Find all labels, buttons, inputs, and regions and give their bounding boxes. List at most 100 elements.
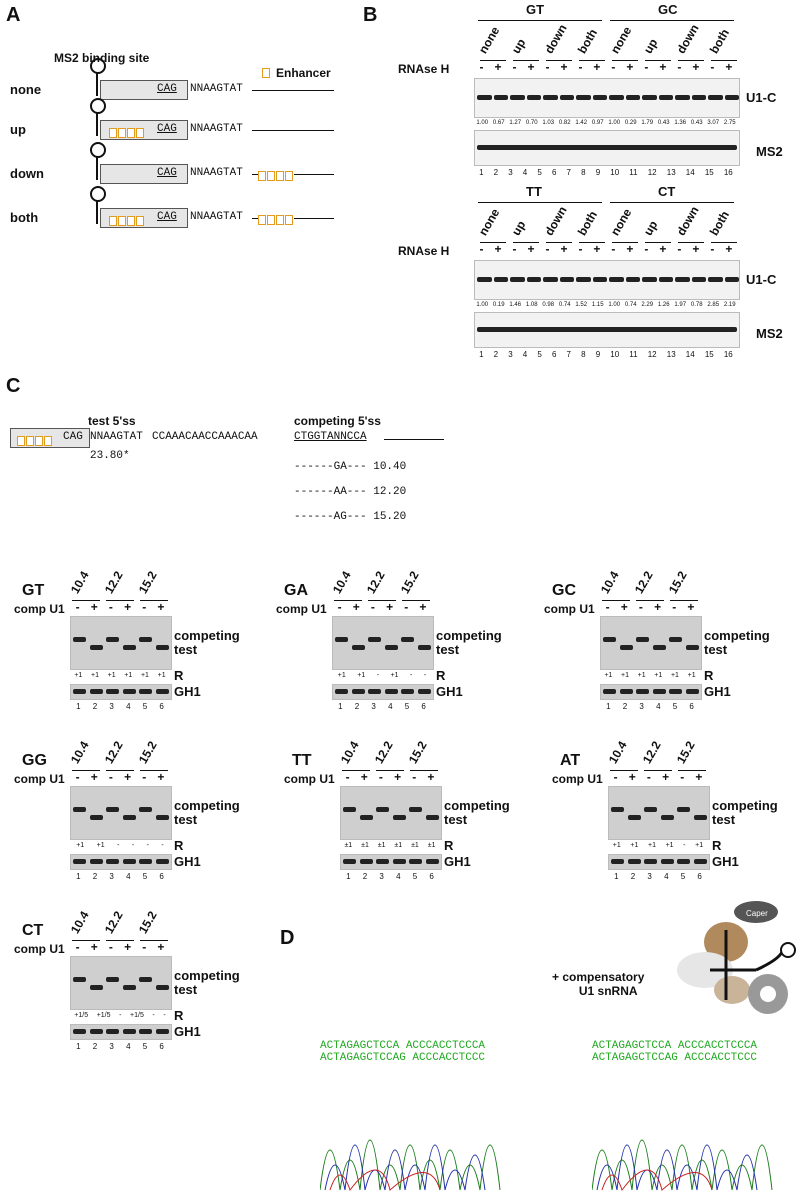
rnase-sign: -: [677, 242, 682, 256]
comp-u1-sign: +: [360, 770, 368, 784]
condition-label-none: none: [607, 24, 635, 56]
r-value: ±1: [427, 842, 436, 849]
r-value: ±1: [394, 842, 403, 849]
enhancer-icon: [262, 68, 270, 78]
enhancer-icon: [285, 171, 293, 181]
condition-bracket: [513, 60, 539, 61]
u1c-band: [609, 95, 624, 100]
lane-number: 13: [666, 350, 676, 359]
lane-number: 6: [429, 872, 434, 881]
lane-number: 3: [371, 702, 376, 711]
u1c-band: [592, 277, 607, 282]
condition-label-both: both: [574, 26, 600, 56]
condition-label-up: up: [508, 218, 529, 238]
gh1-band: [122, 859, 136, 864]
splice-site-seq: NNAAGTAT: [190, 211, 243, 223]
quant-value: 1.42: [575, 120, 588, 126]
comp-u1-signs: -+-+-+: [332, 600, 432, 614]
lane-number: 4: [522, 168, 528, 177]
score-label: 12.2: [363, 568, 388, 596]
quant-value: 1.03: [542, 120, 555, 126]
quant-value: 1.97: [674, 302, 687, 308]
ms2-hairpin-icon: [90, 98, 106, 114]
gh1-band: [660, 859, 674, 864]
splicing-gel: [70, 956, 172, 1010]
comp-u1-sign: +: [419, 600, 427, 614]
comp-u1-sign: -: [638, 600, 643, 614]
comp-u1-signs: -+-+-+: [608, 770, 708, 784]
lane-number: 3: [109, 872, 114, 881]
exon-box: CAG: [10, 428, 90, 448]
lane-number: 14: [685, 350, 695, 359]
panel-label-c: C: [6, 375, 21, 397]
rnase-sign: -: [578, 60, 583, 74]
gh1-gel: [70, 854, 172, 870]
test-label: test: [174, 812, 198, 827]
score-bracket: [72, 600, 100, 601]
gel-band: [376, 807, 390, 812]
gh1-band: [418, 689, 431, 694]
comp-u1-sign: +: [620, 600, 628, 614]
lane-number: 10: [610, 350, 620, 359]
r-value: -: [423, 672, 427, 679]
group-label-gc: GC: [658, 2, 678, 17]
ms2-hairpin-icon: [90, 142, 106, 158]
construct-label-up: up: [10, 122, 26, 137]
hairpin-stem: [96, 156, 98, 180]
u1c-band: [625, 277, 640, 282]
panel-label-d: D: [280, 927, 295, 949]
comp-u1-label: comp U1: [544, 602, 595, 616]
u1c-band: [625, 95, 640, 100]
enhancer-block-down: [258, 168, 294, 186]
lane-number: 3: [647, 872, 652, 881]
u1c-band: [493, 277, 508, 282]
quant-value: 1.52: [575, 302, 588, 308]
gel-band: [359, 815, 373, 820]
quant-value: 1.36: [674, 120, 687, 126]
test-label: test: [704, 642, 728, 657]
enhancer-icon: [258, 171, 266, 181]
score-label: 12.2: [639, 738, 664, 766]
gel-band: [384, 645, 398, 650]
r-value: -: [376, 672, 380, 679]
gh1-band: [359, 859, 373, 864]
r-value: +1: [620, 672, 629, 679]
rnase-signs: -+-+-+-+-+-+-+-+: [474, 60, 738, 74]
splice-site-seq: NNAAGTAT: [190, 83, 243, 95]
lane-number: 4: [388, 702, 393, 711]
condition-label-none: none: [607, 206, 635, 238]
quant-value: 0.19: [492, 302, 505, 308]
comp-u1-label: comp U1: [276, 602, 327, 616]
score-label: 15.2: [665, 568, 690, 596]
gh1-gel: [340, 854, 442, 870]
gel-band: [73, 637, 86, 642]
quant-value: 0.74: [558, 302, 571, 308]
condition-bracket: [612, 242, 638, 243]
r-value: +1/5: [74, 1012, 89, 1019]
enhancer-icon: [258, 215, 266, 225]
rnase-signs: -+-+-+-+-+-+-+-+: [474, 242, 738, 256]
lane-number: 6: [159, 702, 164, 711]
comp-u1-sign: -: [680, 770, 685, 784]
r-value: -: [152, 1012, 155, 1019]
gel-title-gt: GT: [22, 582, 45, 599]
gel-band: [106, 637, 120, 642]
lane-number: 3: [109, 1042, 114, 1051]
comp-u1-sign: +: [124, 600, 132, 614]
comp-u1-signs: -+-+-+: [70, 600, 170, 614]
competing-label: competing: [174, 798, 240, 813]
gel-band: [677, 807, 691, 812]
condition-label-down: down: [673, 21, 702, 56]
gel-band: [627, 815, 641, 820]
lane-number: 12: [647, 350, 657, 359]
gh1-label: GH1: [712, 854, 739, 869]
competing-label: competing: [174, 968, 240, 983]
rnase-sign: +: [659, 242, 667, 256]
r-value: +1: [96, 842, 105, 849]
lane-number: 5: [412, 872, 418, 881]
gh1-band: [106, 689, 120, 694]
test-label: test: [174, 642, 198, 657]
